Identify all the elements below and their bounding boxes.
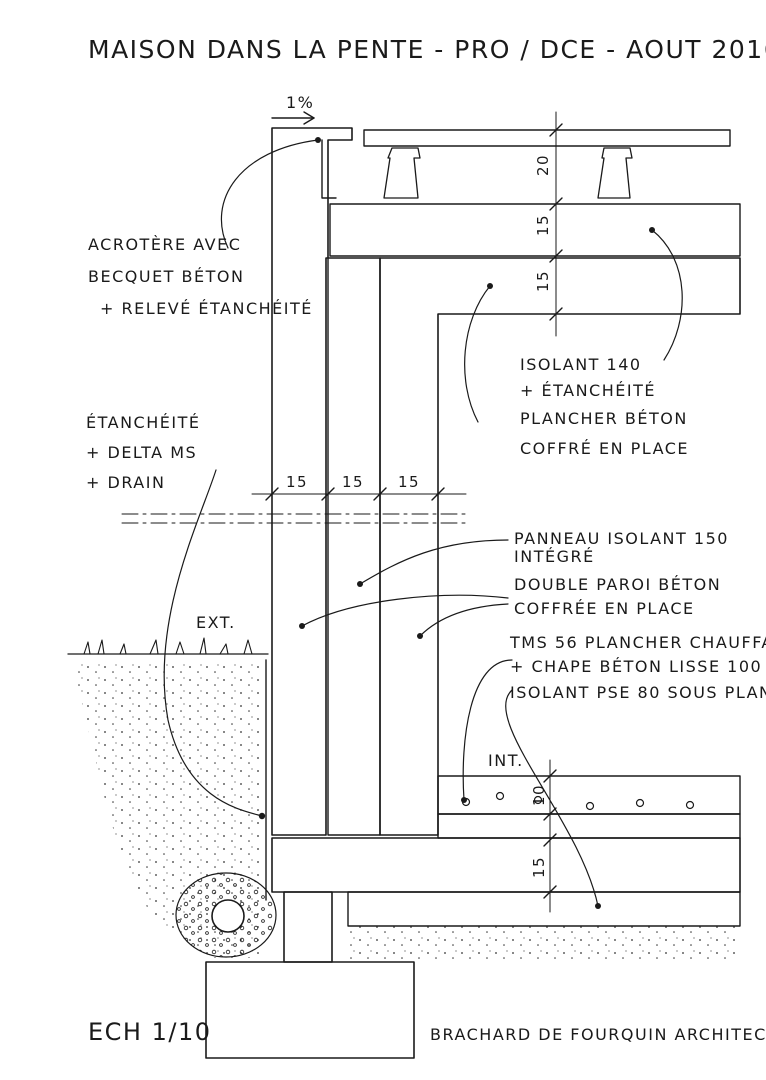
label-etancheite-2: + DELTA MS [86,443,197,462]
slope-label: 1% [286,93,314,112]
outer-concrete-wall [271,127,353,836]
stem-wall [283,891,333,963]
dim-ground-slab: 15 [530,856,548,878]
slope-arrow [271,111,315,125]
label-tms-1: TMS 56 PLANCHER CHAUFFANT [509,633,766,652]
dim-roof-slab: 15 [534,270,552,292]
wall-insulation [327,257,381,836]
label-plancher-2: COFFRÉ EN PLACE [520,439,689,458]
roof-insulation [329,203,741,257]
label-panneau-2: INTÉGRÉ [514,547,595,566]
section-cut-line [121,513,471,524]
scale-label: ECH 1/10 [88,1018,212,1046]
footing [205,961,415,1059]
sub-base [348,926,740,962]
floor-dimension-line [543,759,557,913]
floor-insulation-strip [437,813,741,839]
roof-dimension-line [549,111,563,337]
dim-parapet: 20 [534,154,552,176]
label-acrotere-3: + RELEVÉ ÉTANCHÉITÉ [100,299,313,318]
dim-wall-outer: 15 [286,473,308,491]
parapet-cap [321,139,337,199]
wall-dimension-line [251,487,467,501]
dim-roof-insul: 15 [534,214,552,236]
ground-line [67,637,269,655]
label-isolant-toit-1: ISOLANT 140 [520,355,642,374]
label-pse: ISOLANT PSE 80 SOUS PLANCHER [510,683,766,702]
label-plancher-1: PLANCHER BÉTON [520,409,688,428]
leader-dots [258,137,655,909]
firm-name: BRACHARD DE FOURQUIN ARCHITECTES [430,1025,766,1044]
leader-lines [163,139,683,907]
exterior-label: EXT. [196,613,236,632]
drain-pipe [175,872,277,958]
heated-screed [437,775,741,815]
label-acrotere-2: BECQUET BÉTON [88,267,244,286]
label-double-paroi-2: COFFRÉE EN PLACE [514,599,695,618]
label-acrotere-1: ACROTÈRE AVEC [88,235,241,254]
label-etancheite-1: ÉTANCHÉITÉ [86,413,200,432]
dim-wall-inner: 15 [398,473,420,491]
roof-deck [363,129,731,199]
label-panneau-1: PANNEAU ISOLANT 150 [514,529,729,548]
label-etancheite-3: + DRAIN [86,473,165,492]
label-double-paroi-1: DOUBLE PAROI BÉTON [514,575,721,594]
interior-label: INT. [488,751,524,770]
label-isolant-toit-2: + ÉTANCHÉITÉ [520,381,656,400]
dim-screed: 10 [530,784,548,806]
label-tms-2: + CHAPE BÉTON LISSE 100 [510,657,762,676]
ground-slab [271,837,741,893]
dim-wall-insul: 15 [342,473,364,491]
drawing-title: MAISON DANS LA PENTE - PRO / DCE - AOUT … [88,35,766,64]
